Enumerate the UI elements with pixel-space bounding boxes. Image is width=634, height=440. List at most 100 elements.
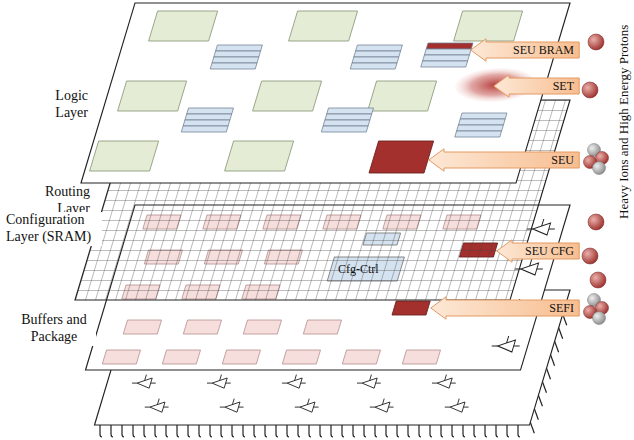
bram-row: [210, 63, 257, 69]
pin: [100, 425, 102, 437]
buffer-symbol: [368, 399, 396, 413]
pin: [287, 425, 289, 437]
config-cell: [303, 320, 341, 334]
pin: [441, 425, 443, 437]
bram-row: [185, 114, 232, 120]
pin: [485, 425, 487, 437]
buffer-symbol: [355, 375, 383, 389]
pin: [276, 425, 278, 437]
buffer-symbol: [205, 375, 233, 389]
sefi-cell: [392, 301, 430, 315]
config-cell: [222, 350, 260, 364]
pin: [199, 425, 201, 437]
config-cell: [102, 350, 140, 364]
layer-label: Logic Layer: [38, 88, 88, 122]
bram-block: [210, 45, 262, 69]
impact-arrow: SEU BRAM: [470, 38, 580, 62]
bram-row: [424, 49, 471, 55]
layer-label: Buffers and Package: [12, 312, 96, 346]
pin: [342, 425, 344, 437]
pin: [210, 425, 212, 437]
effect-label: SEU BRAM: [513, 44, 574, 56]
pin: [397, 425, 399, 437]
pin: [559, 328, 563, 339]
pin: [547, 368, 551, 379]
buffer-triangle: [223, 402, 240, 412]
buffer-triangle: [361, 378, 378, 388]
pin: [122, 425, 124, 437]
pin: [551, 355, 555, 366]
pin: [309, 425, 311, 437]
pin: [364, 425, 366, 437]
buffer-triangle: [373, 402, 390, 412]
pin: [518, 425, 520, 437]
bram-row: [455, 131, 502, 137]
neutron-particle: [593, 312, 606, 325]
impact-arrow: SEFI: [430, 296, 580, 320]
arrow-body: [471, 39, 579, 61]
config-cell: [243, 320, 281, 334]
buffer-wire: [145, 399, 171, 408]
buffer-wire: [295, 399, 321, 408]
proton-particle: [582, 248, 598, 264]
bram-row: [458, 119, 505, 125]
arrow-body: [431, 297, 579, 319]
buffer-symbol: [293, 399, 321, 413]
bram-row: [216, 45, 263, 51]
pin: [430, 425, 432, 437]
config-cell: [402, 350, 440, 364]
effect-label: SEFI: [549, 302, 574, 314]
config-cell: [162, 350, 200, 364]
bram-block: [181, 108, 233, 132]
buffer-symbol: [430, 375, 458, 389]
buffer-symbol: [218, 399, 246, 413]
bram-row: [327, 108, 374, 114]
pin: [265, 425, 267, 437]
buffer-wire: [220, 399, 246, 408]
bram-row: [423, 55, 470, 61]
pin: [188, 425, 190, 437]
buffer-symbol: [143, 399, 171, 413]
pin: [419, 425, 421, 437]
pin: [463, 425, 465, 437]
impact-arrow: SET: [493, 74, 580, 98]
seu-bram-row: [426, 43, 473, 49]
pin: [221, 425, 223, 437]
bram-row: [350, 63, 397, 69]
seu-logic-block: [369, 141, 434, 173]
buffer-wire: [432, 375, 458, 384]
buffer-triangle: [298, 402, 315, 412]
bram-row: [214, 51, 261, 57]
bram-row: [323, 120, 370, 126]
pin: [534, 409, 538, 420]
arrow-body: [429, 149, 579, 171]
buffer-triangle: [286, 378, 303, 388]
proton-particle: [582, 82, 598, 98]
particle-caption: Heavy Ions and High Energy Protons: [616, 25, 632, 219]
effect-label: SEU: [551, 154, 574, 166]
pin: [375, 425, 377, 437]
pin: [166, 425, 168, 437]
config-cell: [342, 350, 380, 364]
bram-block: [321, 108, 373, 132]
bram-block: [455, 113, 507, 137]
config-cell: [282, 350, 320, 364]
pin: [452, 425, 454, 437]
pin: [111, 425, 113, 437]
buffer-triangle: [148, 402, 165, 412]
pin: [507, 425, 509, 437]
effect-label: SEU CFG: [525, 245, 574, 257]
buffer-wire: [282, 375, 308, 384]
buffer-symbol: [490, 336, 523, 352]
proton-particle: [588, 34, 604, 50]
pin: [133, 425, 135, 437]
buffer-triangle: [496, 340, 516, 352]
bram-row: [421, 61, 468, 67]
pin: [542, 382, 546, 393]
bram-row: [460, 113, 507, 119]
pin: [232, 425, 234, 437]
bram-row: [183, 120, 230, 126]
buffer-triangle: [136, 378, 153, 388]
layer-label: Configuration Layer (SRAM): [6, 212, 102, 246]
